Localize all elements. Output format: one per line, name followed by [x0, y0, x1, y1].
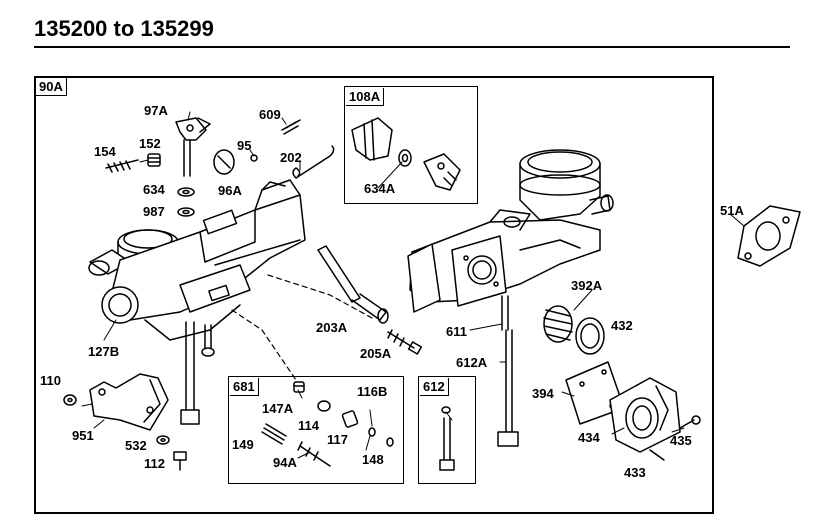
part-label-117: 117 — [327, 432, 348, 447]
part-label-611: 611 — [446, 324, 467, 339]
part-label-532: 532 — [125, 438, 147, 453]
part-label-96a: 96A — [218, 183, 242, 198]
tube-612 — [439, 406, 455, 471]
part-label-609: 609 — [259, 107, 281, 122]
part-label-612a: 612A — [456, 355, 488, 370]
choke-parts-108a — [351, 117, 461, 191]
part-label-148: 148 — [362, 452, 384, 467]
part-label-152: 152 — [139, 136, 161, 151]
diagram-frame — [34, 76, 714, 514]
bracket-951 — [63, 373, 169, 431]
inset-label-681: 681 — [230, 378, 259, 396]
frame-label: 90A — [36, 78, 67, 96]
part-label-432: 432 — [611, 318, 633, 333]
part-label-202: 202 — [280, 150, 302, 165]
part-label-147a: 147A — [262, 401, 294, 416]
title-rule — [34, 46, 790, 48]
diaphragm-and-cover — [565, 361, 701, 461]
inset-box-681 — [228, 376, 404, 484]
part-label-433: 433 — [624, 465, 646, 480]
needle-parts-681 — [261, 381, 394, 467]
spring-and-gasket — [543, 305, 605, 355]
part-label-634a: 634A — [364, 181, 396, 196]
part-label-435: 435 — [670, 433, 692, 448]
part-label-154: 154 — [94, 144, 116, 159]
page-title: 135200 to 135299 — [34, 16, 214, 41]
part-label-127b: 127B — [88, 344, 120, 359]
inset-box-612 — [418, 376, 476, 484]
part-label-987: 987 — [143, 204, 165, 219]
part-label-95: 95 — [237, 138, 252, 153]
part-label-112: 112 — [144, 456, 165, 471]
part-label-951: 951 — [72, 428, 94, 443]
part-label-110: 110 — [40, 373, 61, 388]
gasket-51a — [737, 205, 801, 267]
lever-203a — [317, 245, 389, 324]
inset-box-108a — [344, 86, 478, 204]
part-label-634: 634 — [143, 182, 165, 197]
inset-label-612: 612 — [420, 378, 449, 396]
part-label-94a: 94A — [273, 455, 297, 470]
part-label-434: 434 — [578, 430, 600, 445]
screw-205a — [387, 331, 415, 349]
part-label-116b: 116B — [357, 384, 388, 399]
part-label-392a: 392A — [571, 278, 603, 293]
part-label-203a: 203A — [316, 320, 348, 335]
part-label-205a: 205A — [360, 346, 392, 361]
left-carburetor-body — [88, 179, 306, 425]
part-label-114: 114 — [298, 418, 319, 433]
inset-label-108a: 108A — [346, 88, 385, 106]
small-parts-top-left — [105, 117, 335, 217]
part-label-51a: 51A — [720, 203, 744, 218]
part-label-97a: 97A — [144, 103, 168, 118]
part-label-394: 394 — [532, 386, 554, 401]
part-label-149: 149 — [232, 437, 254, 452]
